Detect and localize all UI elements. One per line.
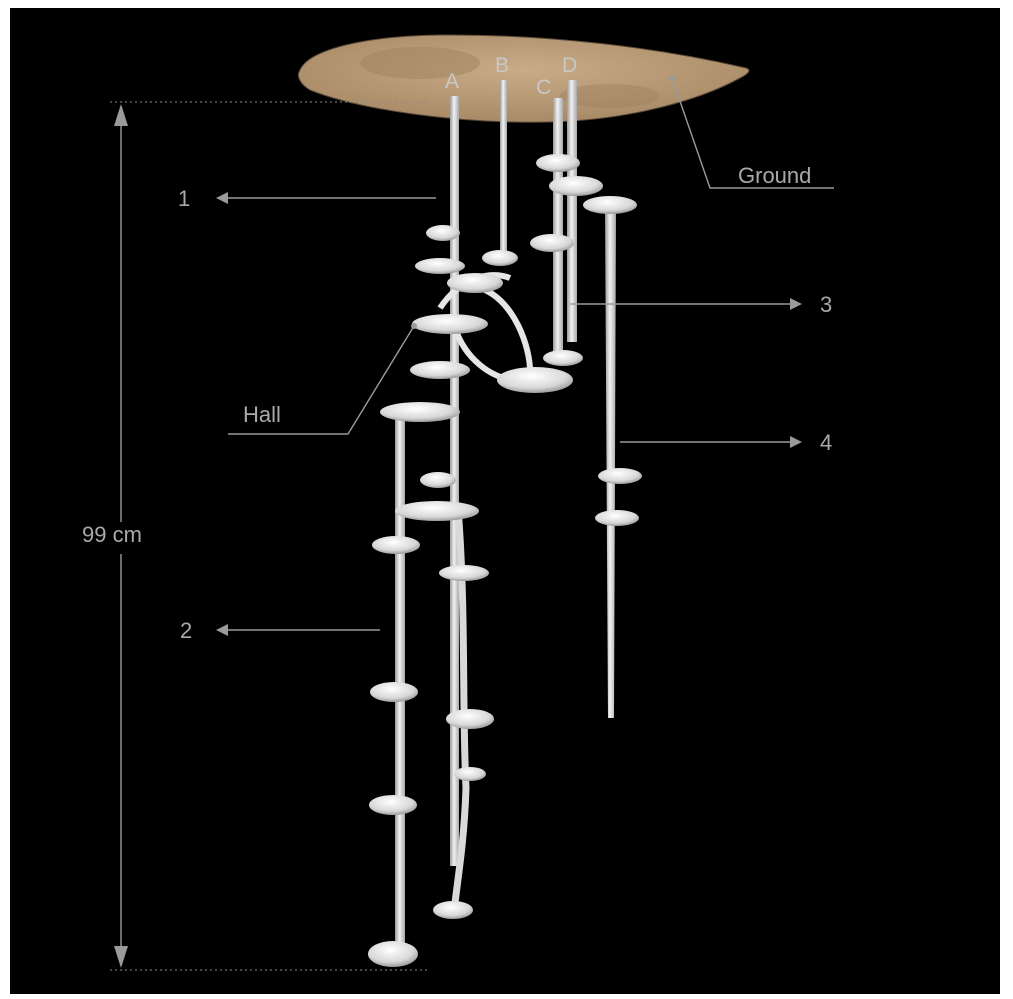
chamber bbox=[530, 234, 574, 252]
level-3-arrow bbox=[570, 298, 802, 310]
chamber bbox=[439, 565, 489, 581]
level-4-arrow bbox=[620, 436, 802, 448]
shaft-d-label: D bbox=[562, 54, 577, 77]
chamber bbox=[420, 472, 456, 488]
chamber bbox=[497, 367, 573, 393]
diagram-canvas: 99 cm bbox=[10, 8, 1000, 994]
shaft-b bbox=[500, 80, 507, 260]
chamber bbox=[368, 941, 418, 967]
chamber bbox=[454, 767, 486, 781]
chamber bbox=[433, 901, 473, 919]
chamber bbox=[482, 250, 518, 266]
level-2-arrow bbox=[216, 624, 380, 636]
level-2-label: 2 bbox=[180, 618, 192, 643]
shaft-c-label: C bbox=[536, 76, 551, 99]
ant-nest-diagram: 99 cm bbox=[10, 8, 1000, 994]
chamber bbox=[536, 154, 580, 172]
chamber bbox=[447, 273, 503, 293]
chamber bbox=[595, 510, 639, 526]
chamber bbox=[372, 536, 420, 554]
level-1-label: 1 bbox=[178, 186, 190, 211]
shaft-c bbox=[553, 98, 563, 360]
chamber bbox=[583, 196, 637, 214]
shaft-b-label: B bbox=[495, 54, 509, 77]
hall-label: Hall bbox=[243, 402, 281, 427]
chamber bbox=[446, 709, 494, 729]
chamber bbox=[369, 795, 417, 815]
hall-chamber bbox=[412, 314, 488, 334]
chamber bbox=[410, 361, 470, 379]
chamber bbox=[380, 402, 460, 422]
shaft-a-label: A bbox=[445, 70, 459, 93]
chamber bbox=[543, 350, 583, 366]
chamber bbox=[598, 468, 642, 484]
ground-label: Ground bbox=[738, 163, 811, 188]
chamber bbox=[415, 258, 465, 274]
level-3-label: 3 bbox=[820, 292, 832, 317]
chamber bbox=[370, 682, 418, 702]
shaft-d bbox=[567, 80, 577, 342]
level-4-label: 4 bbox=[820, 430, 832, 455]
depth-label: 99 cm bbox=[82, 522, 142, 547]
chamber bbox=[549, 176, 603, 196]
chamber bbox=[426, 225, 460, 241]
chamber bbox=[395, 501, 479, 521]
shaft-level-4 bbox=[605, 208, 616, 718]
ground-surface bbox=[298, 35, 748, 122]
level-1-arrow bbox=[216, 192, 436, 204]
